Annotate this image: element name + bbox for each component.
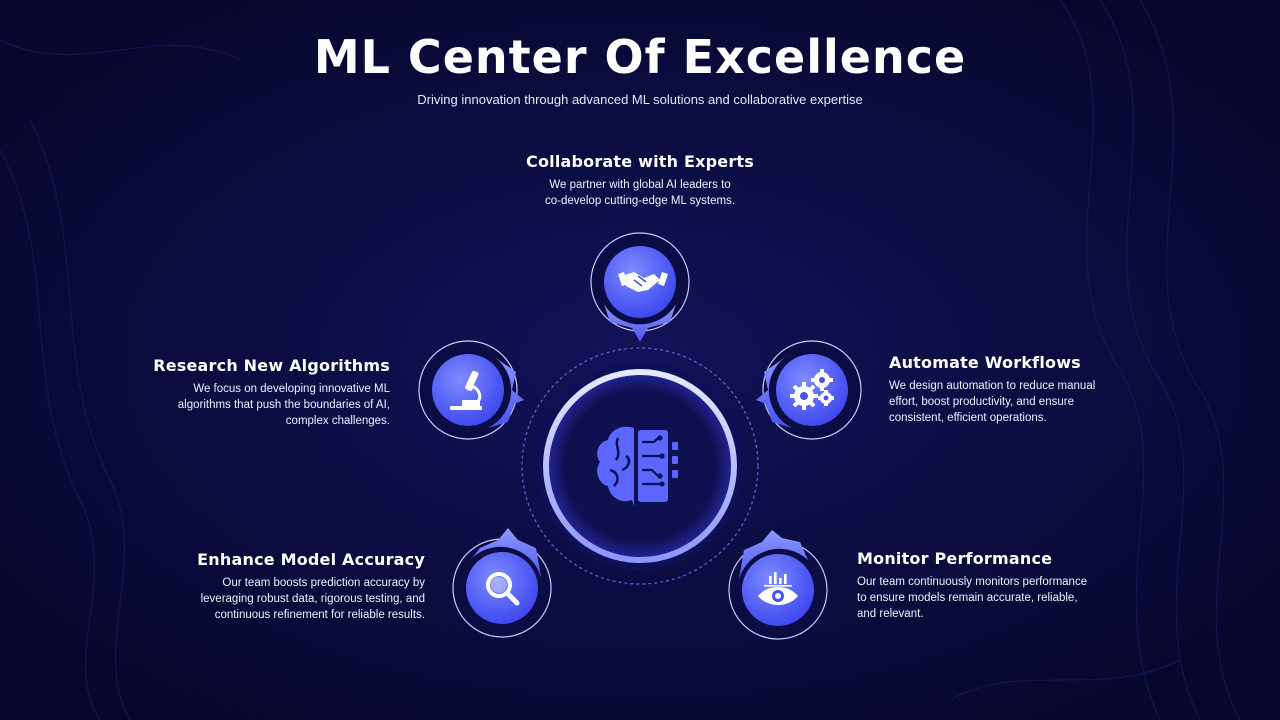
- feature-title: Collaborate with Experts: [526, 152, 754, 171]
- node-enhance[interactable]: [452, 528, 552, 638]
- page-title: ML Center Of Excellence: [313, 30, 967, 84]
- feature-research: Research New Algorithms We focus on deve…: [90, 356, 390, 429]
- feature-description: We design automation to reduce manual ef…: [889, 378, 1149, 426]
- feature-monitor: Monitor Performance Our team continuousl…: [857, 549, 1137, 622]
- description-line: to ensure models remain accurate, reliab…: [857, 592, 1078, 604]
- description-line: We partner with global AI leaders to: [549, 179, 731, 191]
- microscope-icon: [450, 370, 482, 410]
- node-research[interactable]: [418, 340, 524, 440]
- node-automate[interactable]: [756, 340, 862, 440]
- description-line: and relevant.: [857, 608, 924, 620]
- description-line: We focus on developing innovative ML: [193, 383, 390, 395]
- feature-automate: Automate Workflows We design automation …: [889, 353, 1149, 426]
- magnifier-icon: [486, 572, 520, 606]
- description-line: continuous refinement for reliable resul…: [214, 609, 425, 621]
- description-line: We design automation to reduce manual: [889, 380, 1096, 392]
- description-line: Our team boosts prediction accuracy by: [222, 577, 425, 589]
- description-line: complex challenges.: [285, 415, 390, 427]
- gears-icon: [790, 369, 834, 410]
- page-subtitle: Driving innovation through advanced ML s…: [417, 92, 863, 107]
- feature-enhance: Enhance Model Accuracy Our team boosts p…: [125, 550, 425, 623]
- description-line: consistent, efficient operations.: [889, 412, 1047, 424]
- feature-description: We partner with global AI leaders to co-…: [440, 177, 840, 209]
- feature-title: Enhance Model Accuracy: [197, 550, 425, 569]
- brain-circuit-icon: [597, 426, 678, 506]
- eye-chart-icon: [758, 572, 798, 605]
- description-line: algorithms that push the boundaries of A…: [177, 399, 390, 411]
- description-line: co-develop cutting-edge ML systems.: [544, 195, 736, 207]
- feature-description: Our team boosts prediction accuracy by l…: [125, 575, 425, 623]
- feature-title: Monitor Performance: [857, 549, 1053, 568]
- feature-description: Our team continuously monitors performan…: [857, 574, 1137, 622]
- node-monitor[interactable]: [728, 530, 828, 640]
- description-line: leveraging robust data, rigorous testing…: [200, 593, 425, 605]
- description-line: effort, boost productivity, and ensure: [889, 396, 1074, 408]
- feature-title: Automate Workflows: [889, 353, 1081, 372]
- node-collaborate[interactable]: [590, 232, 690, 342]
- feature-description: We focus on developing innovative ML alg…: [90, 381, 390, 429]
- handshake-icon: [618, 272, 668, 292]
- description-line: Our team continuously monitors performan…: [857, 576, 1088, 588]
- feature-title: Research New Algorithms: [153, 356, 390, 375]
- feature-collaborate: Collaborate with Experts We partner with…: [440, 152, 840, 209]
